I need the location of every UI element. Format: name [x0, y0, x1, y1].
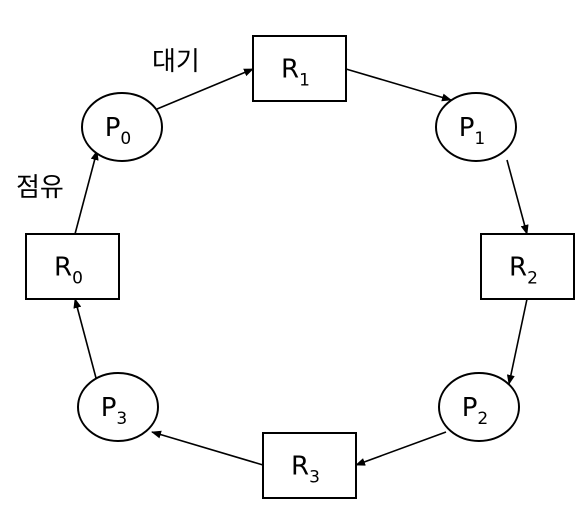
- node-label: R0: [54, 253, 83, 289]
- label-hold: 점유: [16, 173, 64, 203]
- node-label: P0: [105, 113, 132, 149]
- edge-p0-to-r1: [156, 68, 254, 110]
- node-subscript: 3: [116, 409, 127, 429]
- node-label: P3: [101, 393, 128, 429]
- node-label: R2: [509, 253, 538, 289]
- node-letter: R: [291, 452, 309, 482]
- edges-layer: [73, 68, 529, 466]
- node-letter: R: [281, 55, 299, 85]
- edge-p1-to-r2: [506, 159, 529, 235]
- edge-r2-to-p2: [506, 298, 528, 385]
- node-subscript: 3: [309, 468, 320, 488]
- edge-r1-to-p1: [345, 68, 452, 102]
- resource-box: [252, 35, 347, 102]
- node-subscript: 2: [527, 269, 538, 289]
- label-wait: 대기: [152, 47, 200, 77]
- node-subscript: 0: [120, 129, 131, 149]
- node-letter: R: [54, 253, 72, 283]
- node-letter: P: [462, 393, 478, 423]
- node-subscript: 2: [477, 409, 488, 429]
- edge-r3-to-p3: [151, 430, 264, 466]
- edge-p2-to-r3: [355, 431, 447, 466]
- node-letter: P: [105, 113, 121, 143]
- process-node-p0: P0: [81, 92, 163, 162]
- process-circle: [81, 92, 163, 162]
- node-letter: P: [459, 113, 475, 143]
- process-circle: [77, 372, 159, 442]
- labels-layer: 대기 점유: [16, 47, 200, 203]
- resource-node-r1: R1: [252, 35, 347, 102]
- node-label: R1: [281, 55, 310, 91]
- process-circle: [438, 372, 520, 442]
- node-letter: R: [509, 253, 527, 283]
- node-label: R3: [291, 452, 320, 488]
- resource-node-r2: R2: [480, 233, 575, 300]
- resource-box: [25, 233, 120, 300]
- node-letter: P: [101, 393, 117, 423]
- resource-node-r0: R0: [25, 233, 120, 300]
- node-subscript: 1: [474, 129, 485, 149]
- resource-box: [480, 233, 575, 300]
- edge-p3-to-r0: [73, 298, 97, 379]
- process-node-p2: P2: [438, 372, 520, 442]
- edge-r0-to-p0: [74, 150, 99, 235]
- resource-node-r3: R3: [262, 432, 357, 499]
- process-node-p3: P3: [77, 372, 159, 442]
- resource-box: [262, 432, 357, 499]
- node-subscript: 0: [72, 269, 83, 289]
- node-subscript: 1: [299, 71, 310, 91]
- node-label: P2: [462, 393, 489, 429]
- process-node-p1: P1: [435, 92, 517, 162]
- node-label: P1: [459, 113, 486, 149]
- process-circle: [435, 92, 517, 162]
